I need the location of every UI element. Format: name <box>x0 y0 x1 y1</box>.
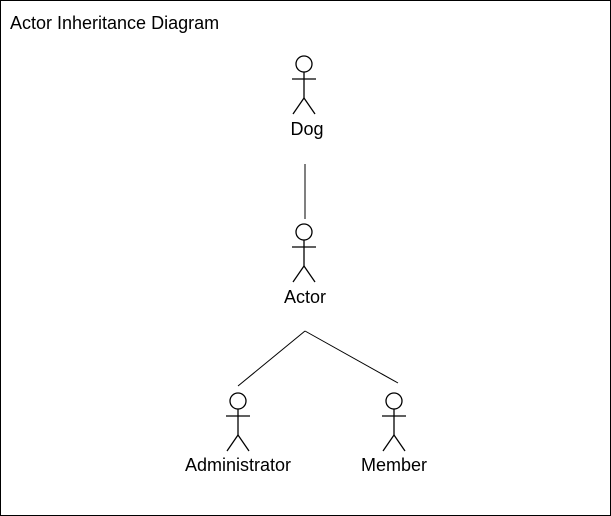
stick-figure-icon <box>292 55 316 115</box>
stick-figure-icon <box>382 392 406 452</box>
stick-figure-icon <box>292 223 316 283</box>
actor-label-administrator: Administrator <box>185 455 291 475</box>
stick-figure-icon <box>226 392 250 452</box>
actor-administrator[interactable]: Administrator <box>185 392 291 475</box>
connector-lines <box>237 164 399 387</box>
connector-actor-administrator <box>237 330 306 387</box>
actor-member[interactable]: Member <box>361 392 427 475</box>
actor-label-member: Member <box>361 455 427 475</box>
actor-label-actor: Actor <box>284 287 326 307</box>
diagram-title: Actor Inheritance Diagram <box>10 13 220 33</box>
connector-actor-member <box>304 330 399 384</box>
actor-label-dog: Dog <box>290 119 323 139</box>
actor-actor[interactable]: Actor <box>284 223 326 307</box>
actor-dog[interactable]: Dog <box>290 55 324 139</box>
